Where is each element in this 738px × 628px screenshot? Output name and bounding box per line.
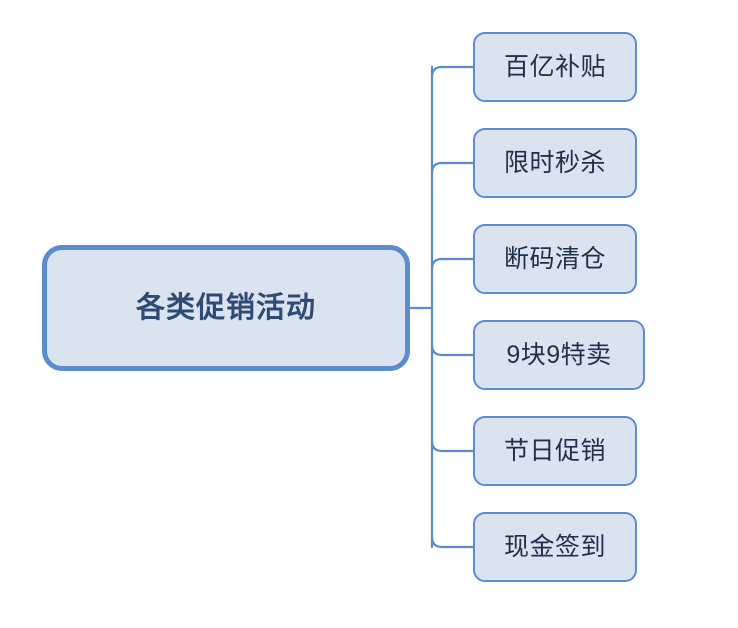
connector-branch-4 bbox=[430, 343, 475, 357]
mindmap-child-node-1[interactable]: 百亿补贴 bbox=[473, 32, 637, 102]
mindmap-child-label-3: 断码清仓 bbox=[503, 244, 606, 273]
connector-branch-6 bbox=[430, 535, 475, 549]
mindmap-child-node-5[interactable]: 节日促销 bbox=[473, 416, 637, 486]
mindmap-child-label-1: 百亿补贴 bbox=[503, 52, 606, 81]
mindmap-child-label-4: 9块9特卖 bbox=[506, 340, 612, 369]
mindmap-child-node-6[interactable]: 现金签到 bbox=[473, 512, 637, 582]
connector-branch-5 bbox=[430, 439, 475, 453]
connector-branch-1 bbox=[430, 65, 475, 79]
mindmap-child-node-2[interactable]: 限时秒杀 bbox=[473, 128, 637, 198]
mindmap-child-label-6: 现金签到 bbox=[503, 532, 606, 561]
mindmap-child-node-3[interactable]: 断码清仓 bbox=[473, 224, 637, 294]
mindmap-child-label-5: 节日促销 bbox=[503, 436, 606, 465]
connector-branch-3 bbox=[430, 257, 475, 271]
connector-branch-2 bbox=[430, 161, 475, 175]
mindmap-root-label: 各类促销活动 bbox=[135, 291, 316, 324]
mindmap-child-label-2: 限时秒杀 bbox=[503, 148, 606, 177]
mindmap-root-node[interactable]: 各类促销活动 bbox=[42, 245, 410, 371]
mindmap-child-node-4[interactable]: 9块9特卖 bbox=[473, 320, 645, 390]
